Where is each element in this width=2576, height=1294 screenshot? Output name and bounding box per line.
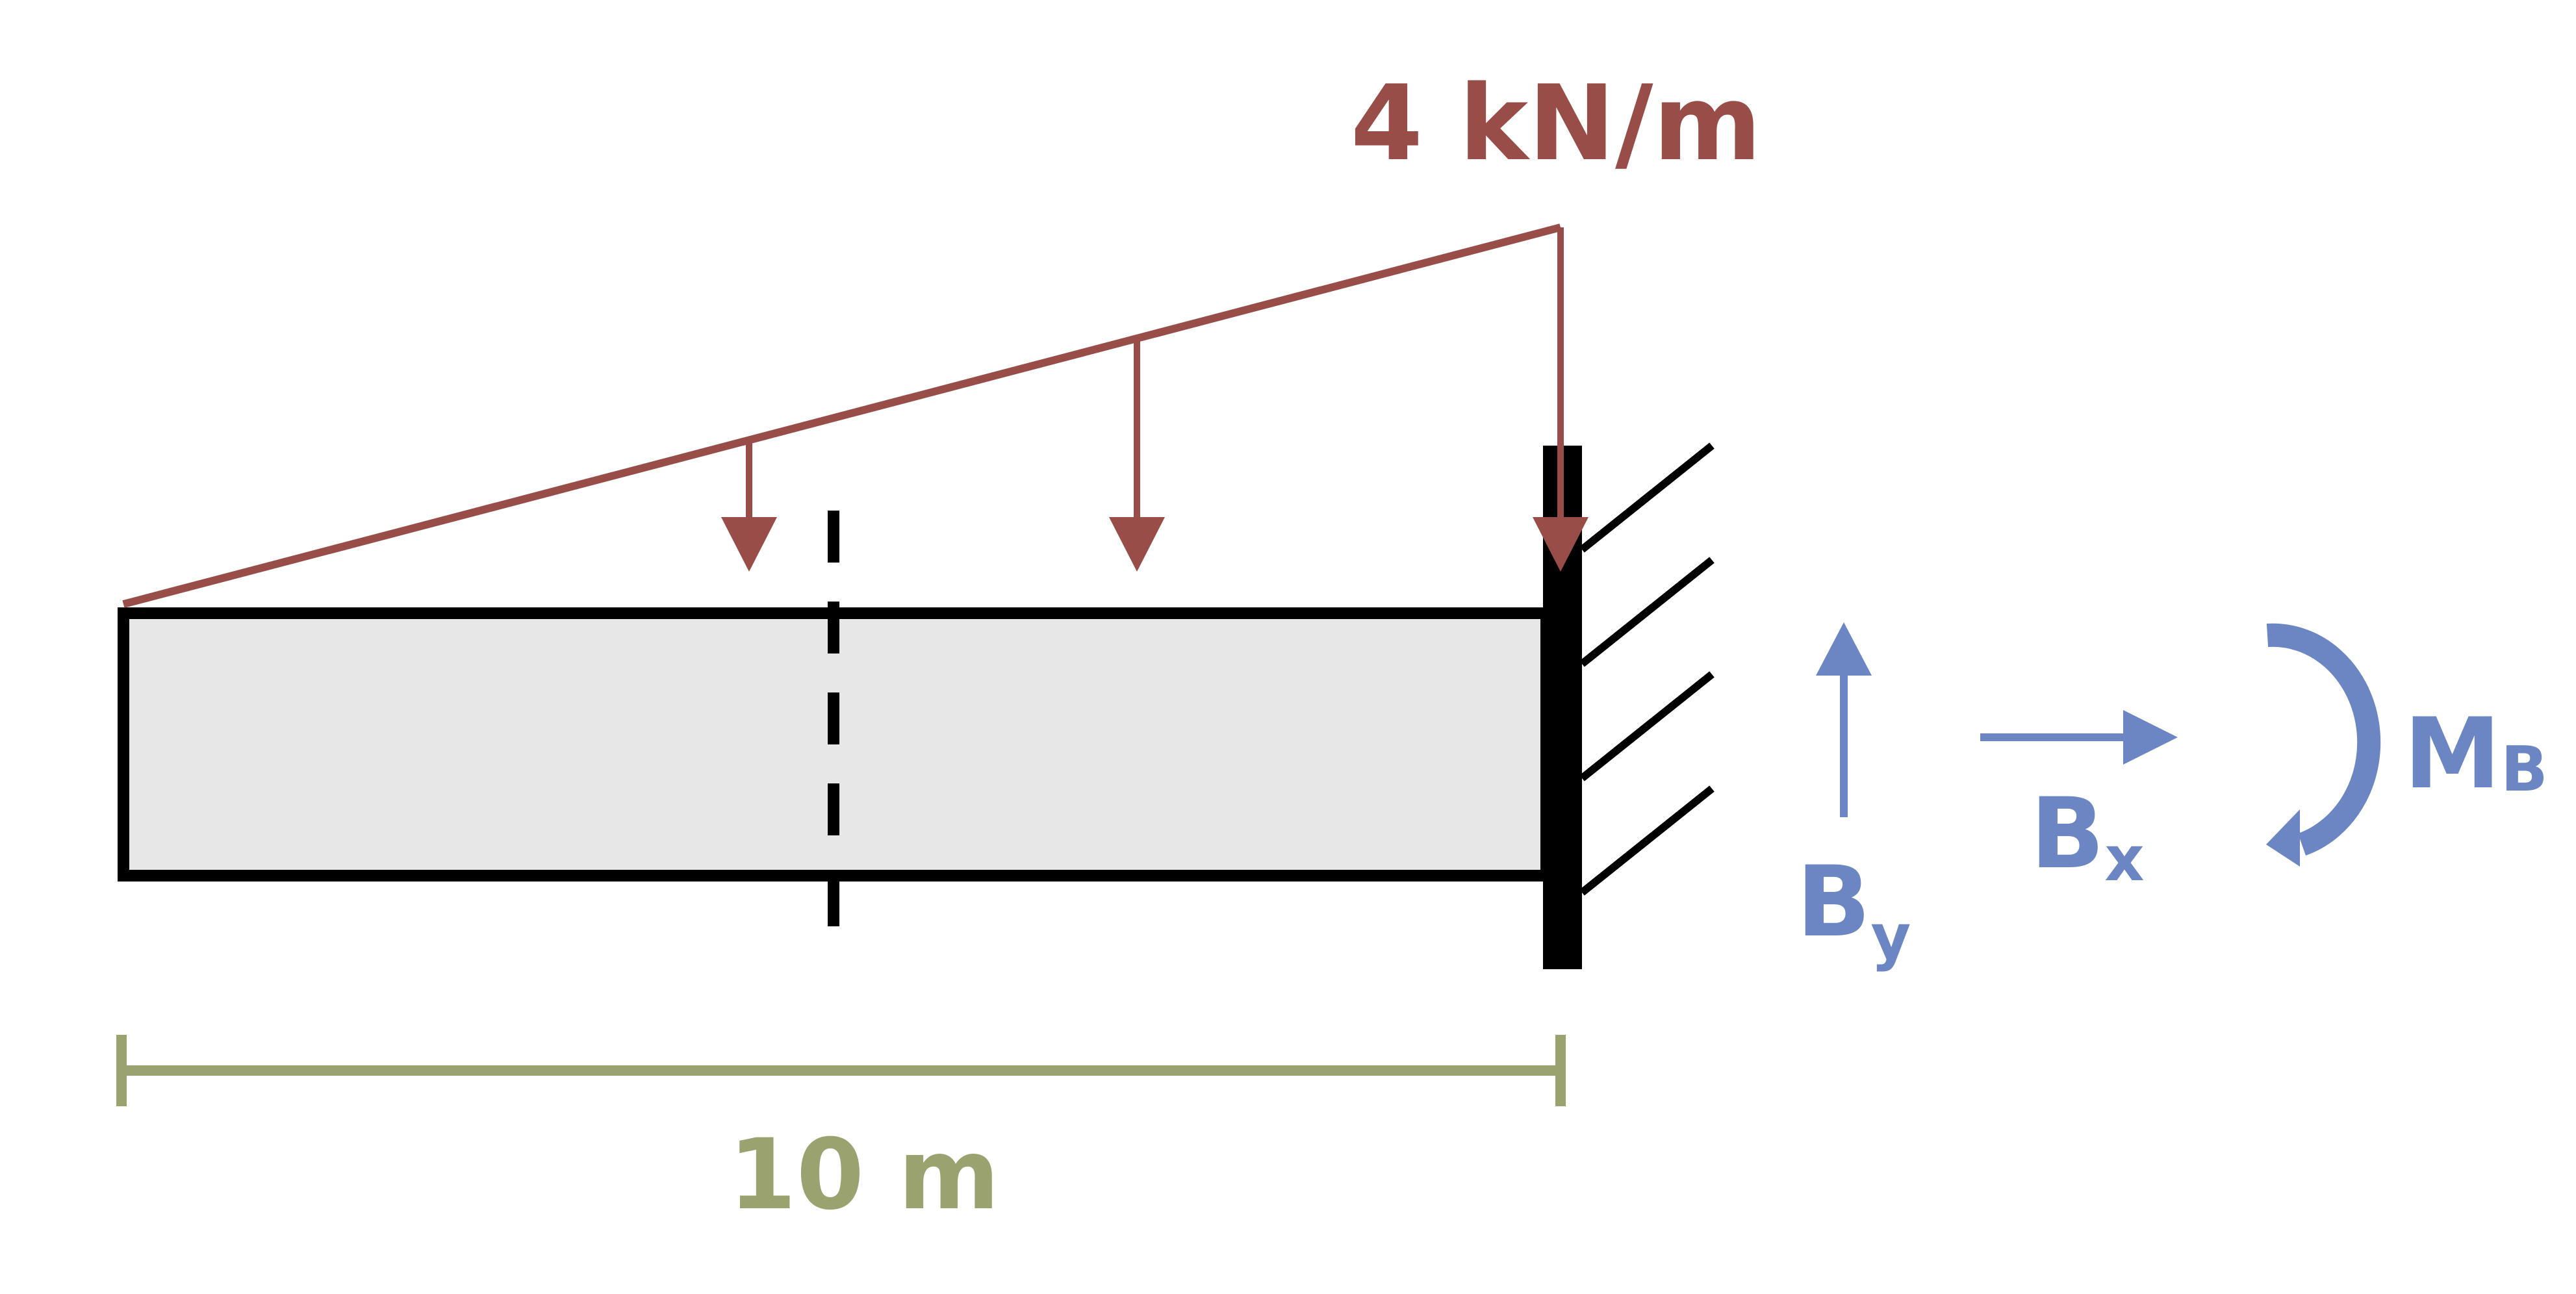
bx-label: Bx: [2030, 778, 2145, 895]
wall-hatch-3: [1579, 671, 1715, 781]
load-arrow-3-head: [1533, 517, 1588, 572]
bx-arrow-head: [2123, 710, 2178, 765]
mb-arc: [2266, 623, 2381, 856]
distributed-load: 4 kN/m: [122, 62, 1762, 608]
load-intensity-label: 4 kN/m: [1351, 62, 1762, 184]
wall-hatch-1: [1579, 442, 1715, 553]
by-arrow-head: [1816, 622, 1872, 676]
wall-hatch-2: [1579, 557, 1715, 667]
by-label: By: [1796, 846, 1911, 973]
reaction-moment-mb: MB: [2266, 623, 2548, 867]
load-arrow-1-head: [721, 517, 777, 572]
reaction-bx: Bx: [1980, 710, 2178, 895]
reaction-by: By: [1796, 622, 1911, 973]
length-label: 10 m: [728, 1119, 999, 1232]
mb-arrow-head: [2266, 809, 2300, 867]
wall-hatch-4: [1579, 785, 1715, 896]
load-arrow-2-head: [1109, 517, 1165, 572]
length-dimension: 10 m: [116, 1035, 1566, 1232]
load-envelope-line: [122, 223, 1562, 608]
mb-label: MB: [2404, 698, 2548, 811]
